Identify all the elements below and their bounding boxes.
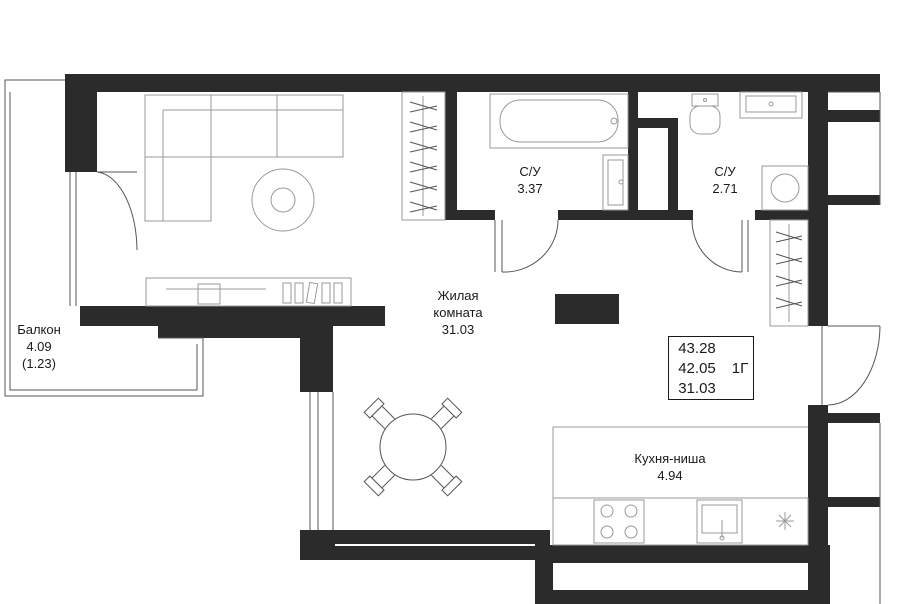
apartment-type: 1Г — [731, 359, 749, 377]
wardrobe-left — [401, 91, 446, 221]
wall-living-bottom-ext — [158, 320, 333, 338]
apartment-summary-box: 43.28 42.05 31.03 1Г — [668, 336, 754, 400]
wall-ext-right2 — [828, 195, 880, 205]
bath1-label: С/У 3.37 — [505, 163, 555, 197]
kitchen-name: Кухня-ниша — [634, 451, 706, 466]
wall-bath-bottom — [445, 210, 495, 220]
walls — [65, 74, 880, 604]
total-area: 43.28 — [678, 340, 716, 357]
balcony-name: Балкон — [17, 322, 61, 337]
wardrobe-right — [769, 219, 809, 327]
sofa — [144, 94, 344, 222]
wall-bottom-mid — [535, 545, 825, 563]
wall-bath-mid — [628, 92, 638, 220]
bath2-area: 2.71 — [712, 181, 738, 196]
wall-shaft-right — [668, 118, 678, 218]
wall-bath-bottom2 — [558, 210, 693, 220]
wall-ext-right4 — [828, 497, 880, 507]
bath2-door — [691, 219, 749, 273]
toilet — [689, 93, 721, 135]
kitchen-counter — [552, 426, 809, 546]
balcony-area-reduced: (1.23) — [22, 356, 56, 371]
wall-ext-right1 — [828, 110, 880, 122]
bath1-name: С/У — [519, 164, 541, 179]
kitchen-label: Кухня-ниша 4.94 — [620, 450, 720, 484]
window-left — [309, 392, 334, 530]
bathtub — [489, 93, 629, 149]
wall-ext-right3 — [828, 413, 880, 423]
wall-right-bottom — [808, 545, 830, 604]
living-area-total: 42.05 — [678, 360, 716, 377]
wall-bath1-left — [445, 92, 457, 218]
wall-bath2-bottom — [755, 210, 818, 220]
kitchen-area: 4.94 — [657, 468, 683, 483]
wall-right-kitchen — [808, 405, 828, 545]
living-room-name-2: комната — [433, 305, 483, 320]
wall-bottom-outer — [535, 545, 553, 604]
wall-right-upper — [808, 74, 828, 214]
right-exterior — [828, 91, 881, 604]
wall-shaft-top — [638, 118, 678, 128]
wall-top — [65, 74, 880, 92]
living-room-label: Жилая комната 31.03 — [418, 287, 498, 338]
tv-stand — [145, 277, 352, 307]
bath2-name: С/У — [714, 164, 736, 179]
balcony-area: 4.09 — [26, 339, 52, 354]
balcony-label: Балкон 4.09 (1.23) — [10, 321, 68, 372]
bath1-area: 3.37 — [517, 181, 543, 196]
washer — [761, 165, 809, 211]
wall-bottom-edge — [535, 590, 830, 604]
sink-bath2 — [739, 91, 803, 119]
dining-set — [363, 397, 463, 497]
wall-right-mid — [808, 214, 828, 326]
living-room-area: 31.03 — [441, 322, 475, 337]
wall-left-lower — [300, 320, 333, 392]
bath1-door — [494, 219, 559, 273]
sink-bath1 — [602, 154, 629, 211]
column-living — [555, 294, 619, 324]
round-table — [251, 168, 315, 232]
entrance-door — [821, 325, 881, 406]
living-room-area-summary: 31.03 — [678, 380, 716, 397]
living-room-name-1: Жилая — [437, 288, 479, 303]
wall-left-upper — [65, 74, 97, 172]
bath2-label: С/У 2.71 — [700, 163, 750, 197]
balcony — [4, 79, 204, 397]
summary-areas: 43.28 42.05 31.03 — [669, 339, 725, 399]
